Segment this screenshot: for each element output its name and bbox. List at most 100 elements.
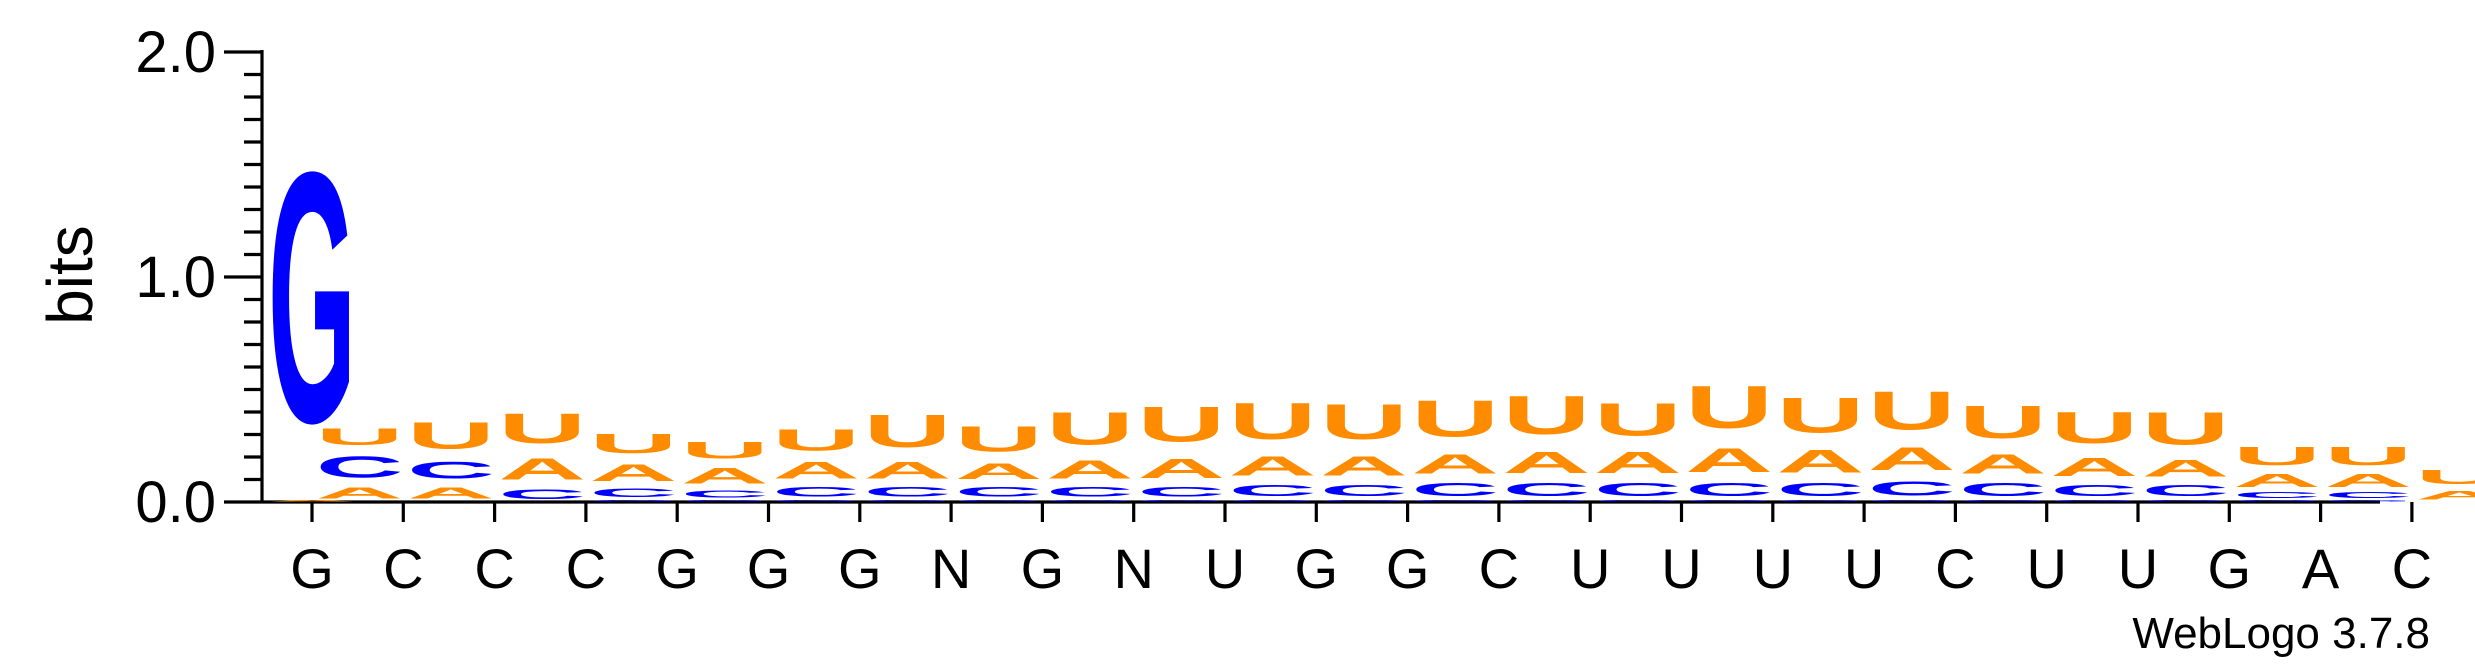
logo-letter-a: A xyxy=(955,459,1043,484)
position-label: U xyxy=(1661,537,1701,600)
logo-letter-u: U xyxy=(1685,374,1773,441)
position-label: A xyxy=(2302,537,2340,600)
logo-letter-c: C xyxy=(1320,482,1408,500)
logo-letter-a: A xyxy=(1594,446,1682,480)
logo-letter-a: A xyxy=(1229,450,1317,481)
logo-letter-c: C xyxy=(1137,484,1225,500)
position-label: U xyxy=(2026,537,2066,600)
position-label: G xyxy=(1021,537,1065,600)
logo-letter-a: A xyxy=(1776,443,1864,479)
position-label: N xyxy=(931,537,971,600)
logo-letter-g: G xyxy=(268,99,356,498)
logo-letter-a: A xyxy=(863,457,951,484)
logo-letter-a: A xyxy=(772,457,860,484)
logo-letter-a: A xyxy=(1137,452,1225,483)
logo-letter-g: G xyxy=(1229,500,1317,502)
logo-letter-g: G xyxy=(772,500,860,502)
logo-letter-u: U xyxy=(2142,403,2230,455)
y-axis: 0.01.02.0 xyxy=(135,20,264,535)
logo-letter-c: C xyxy=(590,486,678,499)
logo-letter-a: A xyxy=(2050,452,2138,481)
logo-stack: ACU xyxy=(316,423,404,502)
logo-letter-c: C xyxy=(498,486,586,502)
logo-letter-u: U xyxy=(316,423,404,450)
logo-letter-c: C xyxy=(1411,480,1499,500)
position-label: U xyxy=(1205,537,1245,600)
logo-letter-a: A xyxy=(681,464,769,489)
y-tick-label: 2.0 xyxy=(135,20,216,85)
logo-letter-u: U xyxy=(2233,441,2321,470)
logo-letter-a: A xyxy=(407,484,495,502)
logo-letter-g: G xyxy=(2233,500,2321,502)
logo-letter-g: G xyxy=(1594,500,1682,502)
logo-letter-u: U xyxy=(1594,394,1682,446)
logo-letter-a: A xyxy=(2233,471,2321,491)
logo-letter-a: A xyxy=(1411,448,1499,479)
position-label: N xyxy=(1113,537,1153,600)
logo-letter-c: C xyxy=(1229,482,1317,500)
logo-letter-a: A xyxy=(590,459,678,486)
logo-letter-u: U xyxy=(1046,403,1134,455)
logo-letter-u: U xyxy=(1959,396,2047,448)
logo-letter-g: G xyxy=(590,500,678,502)
logo-letter-u: U xyxy=(2324,441,2412,470)
logo-letter-c: C xyxy=(1868,477,1956,500)
logo-letter-a: A xyxy=(1046,455,1134,484)
logo-stack: CAU xyxy=(498,405,586,502)
logo-stack: AU xyxy=(2416,466,2475,502)
logo-letter-g: G xyxy=(1411,500,1499,502)
logo-letter-g: G xyxy=(1137,500,1225,502)
logo-letter-u: U xyxy=(2416,466,2475,489)
logo-letter-a: A xyxy=(1959,448,2047,479)
logo-letter-u: U xyxy=(955,419,1043,459)
position-label: C xyxy=(474,537,514,600)
logo-letter-u: U xyxy=(1503,385,1591,445)
y-axis-label: bits xyxy=(34,225,106,325)
logo-letter-g: G xyxy=(1320,500,1408,502)
position-label: U xyxy=(2118,537,2158,600)
logo-letter-u: U xyxy=(1137,396,1225,452)
logo-letter-u: U xyxy=(1411,389,1499,448)
logo-letter-u: U xyxy=(1776,387,1864,443)
logo-letter-g: G xyxy=(2142,500,2230,502)
logo-letter-u: U xyxy=(1229,391,1317,450)
position-label: C xyxy=(1479,537,1519,600)
position-label: U xyxy=(1570,537,1610,600)
logo-letter-u: U xyxy=(498,405,586,452)
logo-letter-g: G xyxy=(1046,500,1134,502)
position-label: G xyxy=(1295,537,1339,600)
logo-letter-c: C xyxy=(1046,484,1134,500)
position-label: G xyxy=(1386,537,1430,600)
logo-letter-a: A xyxy=(1685,441,1773,479)
logo-letter-c: C xyxy=(1959,480,2047,500)
logo-letter-c: C xyxy=(863,484,951,500)
position-label: G xyxy=(655,537,699,600)
logo-letter-a: A xyxy=(2416,489,2475,502)
logo-letter-g: G xyxy=(1776,500,1864,502)
logo-letter-g: G xyxy=(1959,500,2047,502)
logo-letter-u: U xyxy=(1868,380,1956,440)
logo-letter-u: U xyxy=(863,405,951,457)
logo-letter-a: A xyxy=(1868,441,1956,477)
position-label: C xyxy=(383,537,423,600)
position-label: C xyxy=(2392,537,2432,600)
logo-letter-u: U xyxy=(2050,403,2138,452)
logo-letter-u: U xyxy=(407,414,495,457)
logo-letter-g: G xyxy=(2324,500,2412,502)
position-label: C xyxy=(566,537,606,600)
